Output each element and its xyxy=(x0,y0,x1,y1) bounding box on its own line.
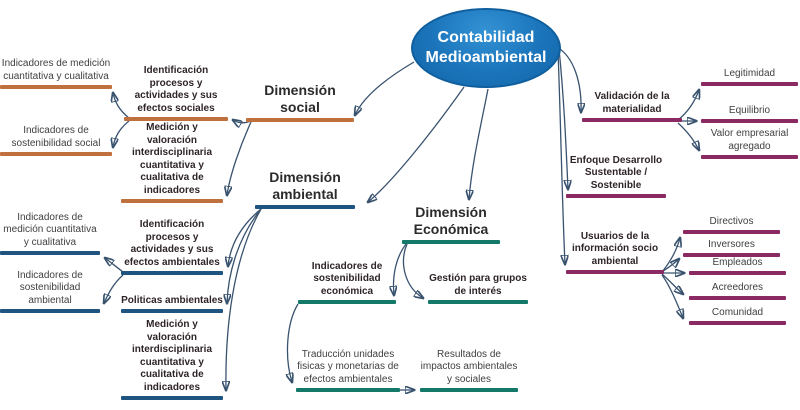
node-label: Identificación procesos y actividades y … xyxy=(134,65,218,114)
node-label: Validación de la materialidad xyxy=(594,91,670,115)
branch-line xyxy=(121,271,223,275)
node-social-identificacion[interactable]: Identificación procesos y actividades y … xyxy=(124,65,228,121)
node-label: Indicadores de medición cuantitativa y c… xyxy=(3,211,97,248)
branch-line xyxy=(566,194,666,198)
node-dimension-economica[interactable]: Dimensión Económica xyxy=(402,204,500,244)
node-social-ind-sostenibilidad[interactable]: Indicadores de sostenibilidad social xyxy=(0,125,112,156)
node-valor-empresarial[interactable]: Valor empresarial agregado xyxy=(701,128,798,159)
node-label: Indicadores de sostenibilidad social xyxy=(11,125,101,149)
node-enfoque-desarrollo[interactable]: Enfoque Desarrollo Sustentable / Sosteni… xyxy=(566,154,666,198)
node-equilibrio[interactable]: Equilibrio xyxy=(701,104,798,123)
node-label: Identificación procesos y actividades y … xyxy=(124,219,220,268)
node-ambiental-identificacion[interactable]: Identificación procesos y actividades y … xyxy=(121,219,223,275)
connector-social-medicion xyxy=(227,121,252,195)
node-directivos[interactable]: Directivos xyxy=(683,215,780,234)
branch-line xyxy=(296,388,400,392)
node-label: Indicadores de medición cuantitativa y c… xyxy=(1,58,111,82)
branch-line xyxy=(0,152,112,156)
node-label: Directivos xyxy=(709,215,754,227)
connector-root-economica xyxy=(469,88,489,199)
connector-root-materialidad xyxy=(556,46,581,112)
node-label: Enfoque Desarrollo Sustentable / Sosteni… xyxy=(569,154,663,191)
connector-root-social xyxy=(355,61,415,115)
node-label: Legitimidad xyxy=(723,67,776,79)
node-acreedores[interactable]: Acreedores xyxy=(689,281,786,300)
branch-line xyxy=(689,296,786,300)
branch-line xyxy=(689,271,786,275)
branch-line xyxy=(121,309,223,313)
node-ambiental-medicion[interactable]: Medición y valoración interdisciplinaria… xyxy=(121,319,223,400)
node-label: Indicadores de sostenibilidad económica xyxy=(311,260,383,297)
branch-line xyxy=(402,240,500,244)
node-social-ind-medicion[interactable]: Indicadores de medición cuantitativa y c… xyxy=(0,58,112,89)
branch-line xyxy=(121,199,223,203)
node-comunidad[interactable]: Comunidad xyxy=(689,306,786,325)
branch-line xyxy=(255,205,355,209)
branch-line xyxy=(683,253,780,257)
connector-usuarios-acreedores xyxy=(661,273,683,294)
node-dimension-ambiental[interactable]: Dimensión ambiental xyxy=(255,169,355,209)
node-usuarios-informacion[interactable]: Usuarios de la información socio ambient… xyxy=(566,230,664,274)
branch-line xyxy=(428,300,528,304)
node-label: Inversores xyxy=(708,238,755,250)
node-label: Acreedores xyxy=(711,281,764,293)
branch-line xyxy=(298,300,396,304)
node-label: Politicas ambientales xyxy=(121,294,223,306)
node-legitimidad[interactable]: Legitimidad xyxy=(701,67,798,86)
node-label: Valor empresarial agregado xyxy=(710,128,789,152)
connector-usuarios-inversores xyxy=(661,259,679,273)
branch-line xyxy=(124,117,228,121)
connector-ambiental-identificacion xyxy=(228,208,262,266)
node-ambiental-ind-medicion[interactable]: Indicadores de medición cuantitativa y c… xyxy=(0,211,100,255)
branch-line xyxy=(683,230,780,234)
central-topic-label: Contabilidad Medioambiental xyxy=(425,29,547,66)
branch-line xyxy=(0,251,100,255)
branch-line xyxy=(582,118,682,122)
connector-economica-gestion xyxy=(402,243,423,298)
node-politicas-ambientales[interactable]: Politicas ambientales xyxy=(121,294,223,313)
node-label: Usuarios de la información socio ambient… xyxy=(571,230,659,267)
node-inversores[interactable]: Inversores xyxy=(683,238,780,257)
connector-usuarios-directivos xyxy=(661,238,680,273)
node-label: Dimensión ambiental xyxy=(269,169,341,203)
branch-line xyxy=(566,270,664,274)
node-dimension-social[interactable]: Dimensión social xyxy=(246,82,354,122)
connector-root-usuarios xyxy=(557,50,565,264)
node-label: Equilibrio xyxy=(728,104,771,116)
node-resultados-impactos[interactable]: Resultados de impactos ambientales y soc… xyxy=(420,348,518,392)
node-empleados[interactable]: Empleados xyxy=(689,256,786,275)
central-topic[interactable]: Contabilidad Medioambiental xyxy=(411,8,561,88)
branch-line xyxy=(701,155,798,159)
node-ambiental-ind-sostenibilidad[interactable]: Indicadores de sostenibilidad ambiental xyxy=(0,269,100,313)
node-gestion-grupos[interactable]: Gestión para grupos de interés xyxy=(428,273,528,304)
branch-line xyxy=(701,119,798,123)
branch-line xyxy=(420,388,518,392)
node-traduccion-unidades[interactable]: Traducción unidades fisicas y monetarias… xyxy=(296,348,400,392)
node-label: Resultados de impactos ambientales y soc… xyxy=(420,348,518,385)
node-label: Gestión para grupos de interés xyxy=(429,273,527,297)
branch-line xyxy=(689,321,786,325)
branch-line xyxy=(0,85,112,89)
node-social-medicion[interactable]: Medición y valoración interdisciplinaria… xyxy=(121,122,223,203)
node-label: Dimensión social xyxy=(264,82,336,116)
connector-materialidad-valor xyxy=(677,122,699,150)
connector-usuarios-comunidad xyxy=(661,274,683,318)
branch-line xyxy=(121,396,223,400)
node-label: Comunidad xyxy=(711,306,764,318)
connector-ambiental-medicion xyxy=(226,208,262,390)
node-label: Indicadores de sostenibilidad ambiental xyxy=(17,269,83,306)
branch-line xyxy=(701,82,798,86)
node-label: Traducción unidades fisicas y monetarias… xyxy=(297,348,399,385)
node-label: Medición y valoración interdisciplinaria… xyxy=(131,122,213,196)
connector-root-ambiental xyxy=(368,86,465,202)
connector-ambiental-politicas xyxy=(227,208,262,303)
branch-line xyxy=(0,309,100,313)
node-ind-sostenibilidad-economica[interactable]: Indicadores de sostenibilidad económica xyxy=(298,260,396,304)
node-label: Empleados xyxy=(712,256,763,268)
node-validacion-materialidad[interactable]: Validación de la materialidad xyxy=(582,91,682,122)
branch-line xyxy=(246,118,354,122)
node-label: Medición y valoración interdisciplinaria… xyxy=(131,319,213,393)
node-label: Dimensión Económica xyxy=(413,204,489,238)
